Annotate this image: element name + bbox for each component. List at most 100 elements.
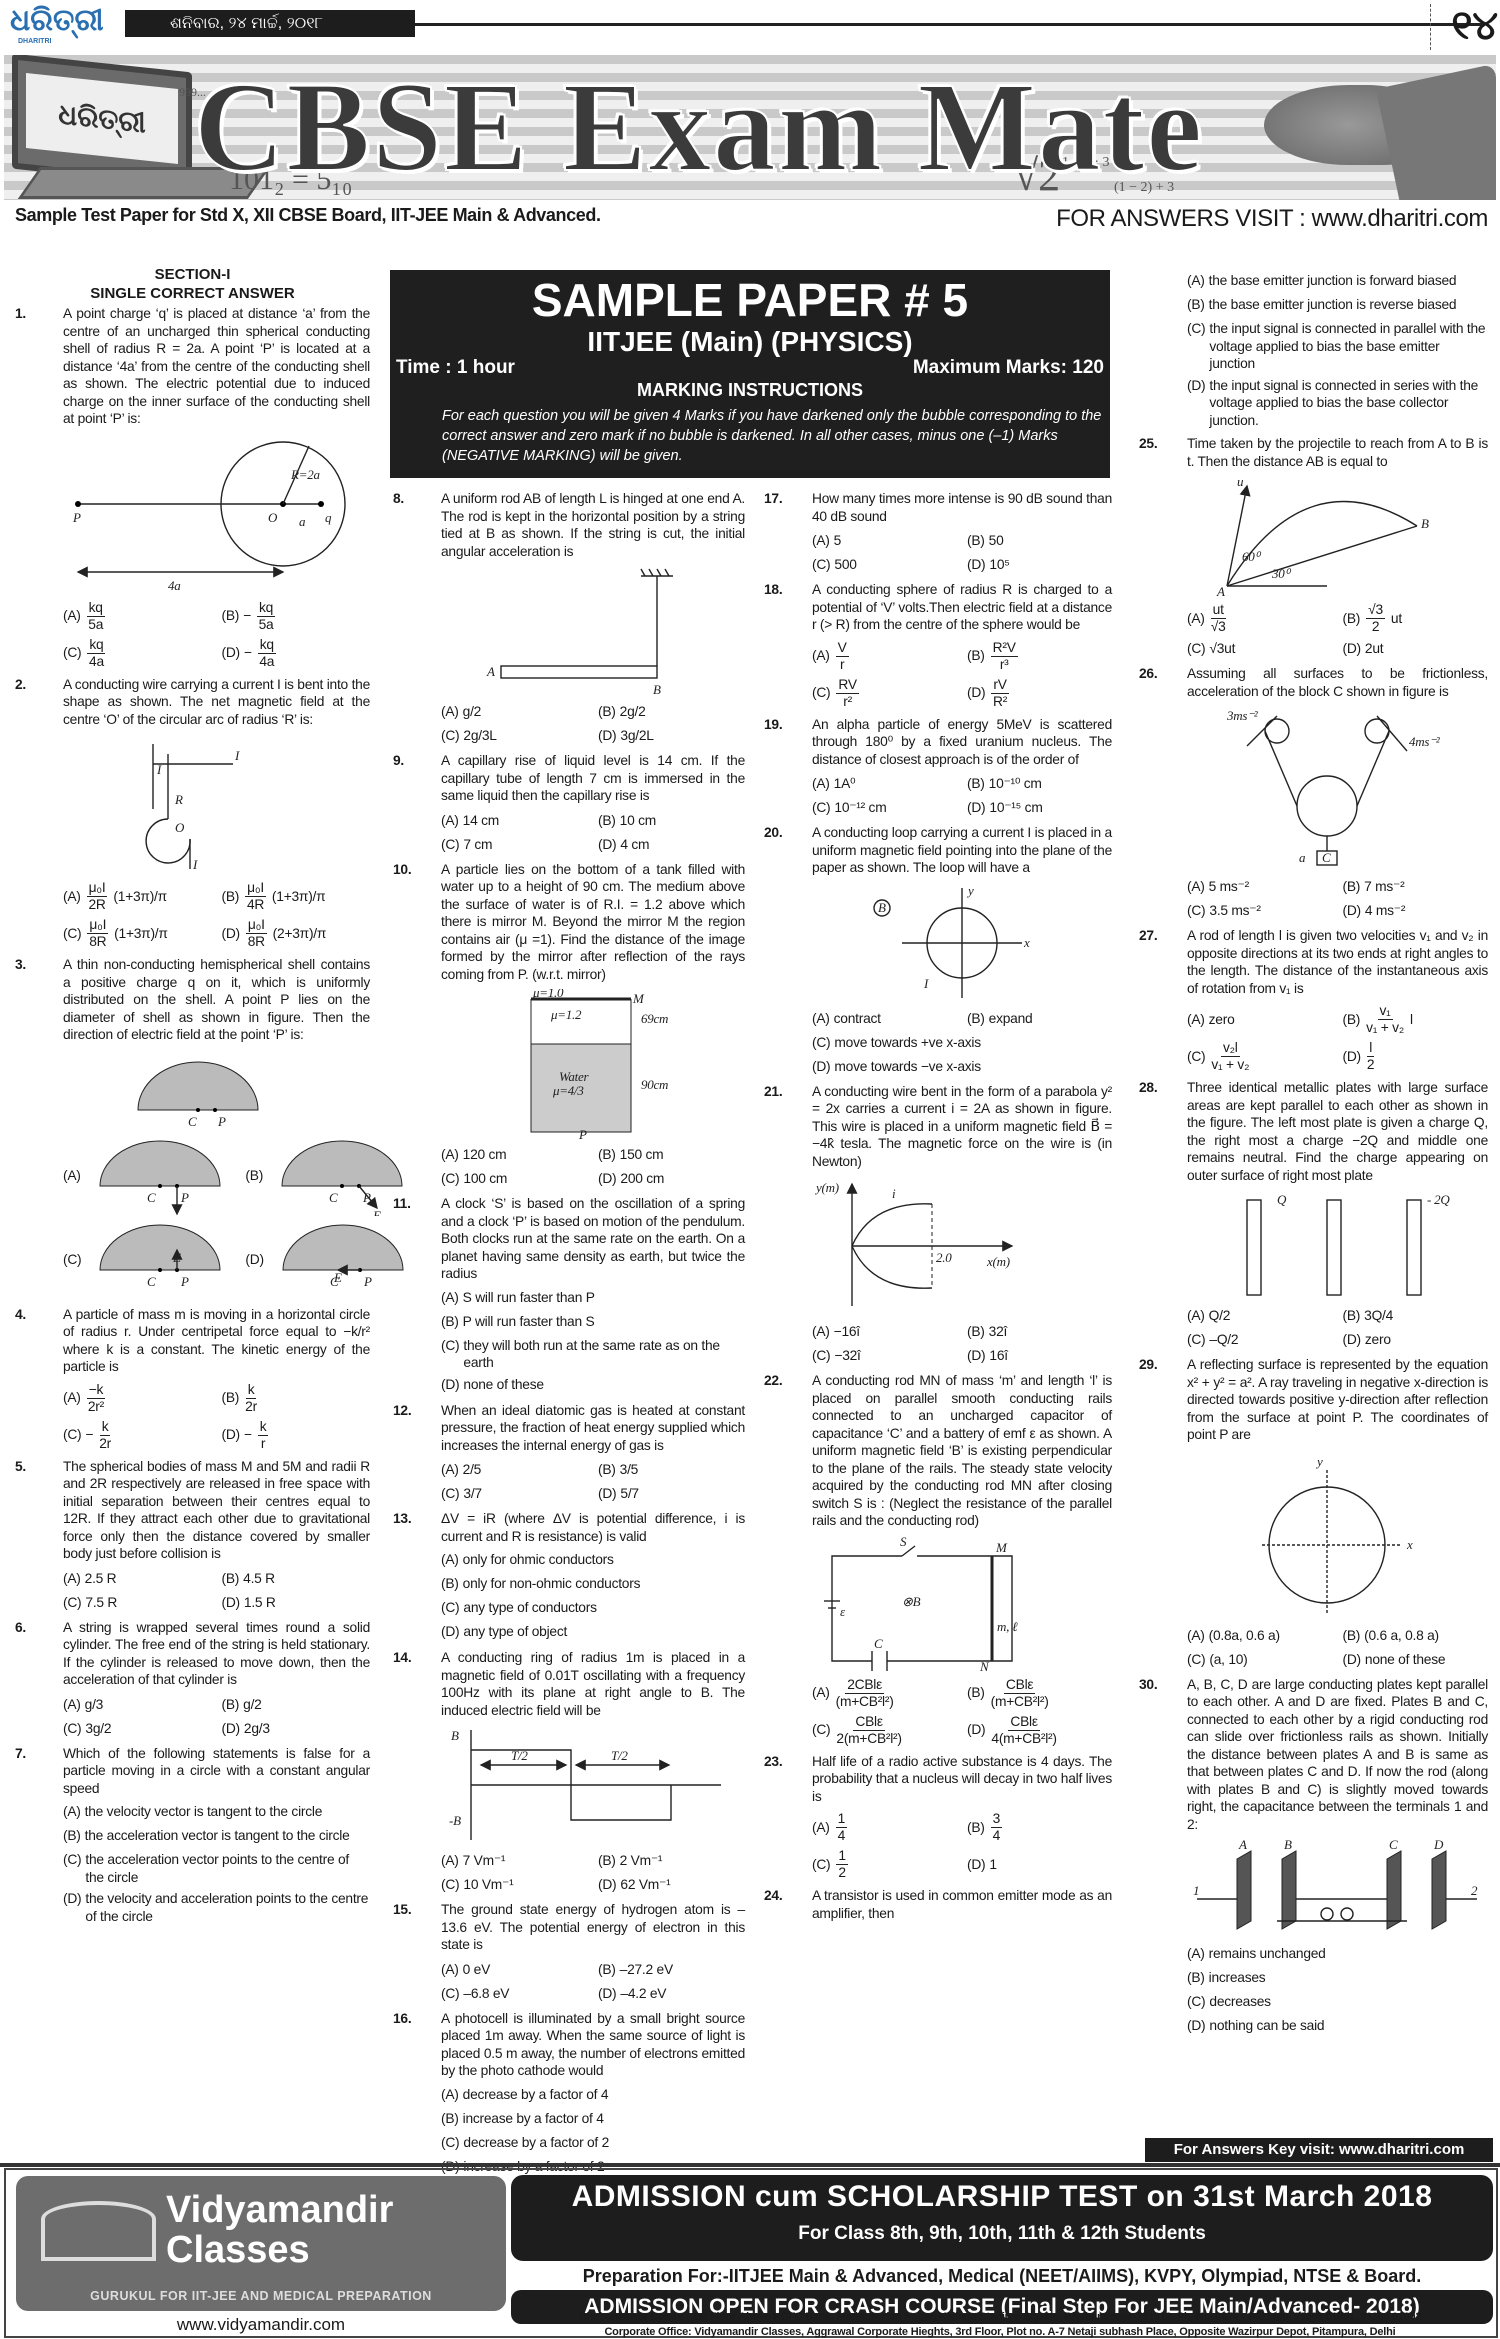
answer-option[interactable]: (A)contract xyxy=(812,1009,957,1029)
answer-option[interactable]: (D)62 Vm⁻¹ xyxy=(598,1875,745,1895)
answer-option[interactable]: (A)the base emitter junction is forward … xyxy=(1187,272,1488,292)
answer-option[interactable]: (B)increase by a factor of 4 xyxy=(441,2110,745,2130)
answer-option[interactable]: (D)the input signal is connected in seri… xyxy=(1187,377,1488,430)
answer-option[interactable]: (C)–Q/2 xyxy=(1187,1330,1333,1350)
answer-option[interactable]: (A)only for ohmic conductors xyxy=(441,1551,745,1571)
answer-option[interactable]: (D)4 cm xyxy=(598,835,745,855)
answer-option[interactable]: (C)any type of conductors xyxy=(441,1599,745,1619)
answer-option[interactable]: (C)√3ut xyxy=(1187,639,1333,659)
answer-option[interactable]: (C)(a, 10) xyxy=(1187,1650,1333,1670)
answer-option[interactable]: (A)ut√3 xyxy=(1187,602,1333,635)
answer-option[interactable]: (B)7 ms⁻² xyxy=(1343,877,1489,897)
answer-option[interactable]: (A)14 cm xyxy=(441,811,588,831)
answer-option[interactable]: (A)remains unchanged xyxy=(1187,1945,1488,1965)
answer-option[interactable]: (C)the acceleration vector points to the… xyxy=(63,1851,370,1886)
answer-option[interactable]: (D)16î xyxy=(967,1346,1112,1366)
answer-option[interactable]: (D)zero xyxy=(1343,1330,1489,1350)
answer-option[interactable]: (D)nothing can be said xyxy=(1187,2017,1488,2037)
answer-option[interactable]: (C)10⁻¹² cm xyxy=(812,798,957,818)
answer-option[interactable]: (B)10⁻¹⁰ cm xyxy=(967,774,1112,794)
answer-option[interactable]: (C)3.5 ms⁻² xyxy=(1187,901,1333,921)
answer-option[interactable]: (D)10⁻¹⁵ cm xyxy=(967,798,1112,818)
answer-option[interactable]: (D)move towards −ve x-axis xyxy=(812,1057,1112,1077)
answer-option[interactable]: (A)2.5 R xyxy=(63,1569,212,1589)
answer-option[interactable]: (C)7.5 R xyxy=(63,1593,212,1613)
answer-option[interactable]: (B)3Q/4 xyxy=(1343,1306,1489,1326)
answer-option[interactable]: (B)10 cm xyxy=(598,811,745,831)
answer-option[interactable]: (A)1A⁰ xyxy=(812,774,957,794)
answer-option[interactable]: (D)3g/2L xyxy=(598,726,745,746)
answer-option[interactable]: (B)g/2 xyxy=(222,1695,371,1715)
answer-option[interactable]: (C)500 xyxy=(812,555,957,575)
answer-option[interactable]: (B)CBlε(m+CB²l²) xyxy=(967,1677,1112,1710)
answer-option[interactable]: (C)7 cm xyxy=(441,835,588,855)
answer-option[interactable]: (A)g/3 xyxy=(63,1695,212,1715)
answer-option[interactable]: (A)(0.8a, 0.6 a) xyxy=(1187,1626,1333,1646)
answer-option[interactable]: (D)2g/3 xyxy=(222,1719,371,1739)
answer-option[interactable]: (B)expand xyxy=(967,1009,1112,1029)
answer-option[interactable]: (C)100 cm xyxy=(441,1169,588,1189)
answer-option[interactable]: (C)move towards +ve x-axis xyxy=(812,1033,1112,1053)
answer-option[interactable]: (D)200 cm xyxy=(598,1169,745,1189)
answer-option[interactable]: (C)decreases xyxy=(1187,1993,1488,2013)
answer-option[interactable]: (A)5 ms⁻² xyxy=(1187,877,1333,897)
answer-option[interactable]: (A)2/5 xyxy=(441,1460,588,1480)
answer-option[interactable]: (B)4.5 R xyxy=(222,1569,371,1589)
answer-option[interactable]: (C)2g/3L xyxy=(441,726,588,746)
answer-option[interactable]: (B)the acceleration vector is tangent to… xyxy=(63,1827,370,1847)
answer-option[interactable]: (B)2g/2 xyxy=(598,702,745,722)
ad-url[interactable]: www.vidyamandir.com xyxy=(176,2315,346,2334)
answer-option[interactable]: (C)3g/2 xyxy=(63,1719,212,1739)
answer-option[interactable]: (A)zero xyxy=(1187,1003,1333,1036)
answer-option[interactable]: (B)P will run faster than S xyxy=(441,1313,745,1333)
answer-option[interactable]: (D)none of these xyxy=(1343,1650,1489,1670)
answer-option[interactable]: (A)−16î xyxy=(812,1322,957,1342)
answer-option[interactable]: (D)1.5 R xyxy=(222,1593,371,1613)
answer-option[interactable]: (B)2 Vm⁻¹ xyxy=(598,1851,745,1871)
answer-option[interactable]: (D)4 ms⁻² xyxy=(1343,901,1489,921)
answer-option[interactable]: (A)7 Vm⁻¹ xyxy=(441,1851,588,1871)
answer-option[interactable]: (C)the input signal is connected in para… xyxy=(1187,320,1488,373)
answer-option[interactable]: (A)g/2 xyxy=(441,702,588,722)
answer-option[interactable]: (D)none of these xyxy=(441,1376,745,1396)
answer-option[interactable]: (A)2CBlε(m+CB²l²) xyxy=(812,1677,957,1710)
answer-option[interactable]: (A)5 xyxy=(812,531,957,551)
answer-option[interactable]: (A)Q/2 xyxy=(1187,1306,1333,1326)
answer-option[interactable]: (B)32î xyxy=(967,1322,1112,1342)
answer-option[interactable]: (A)decrease by a factor of 4 xyxy=(441,2086,745,2106)
answer-option[interactable]: (C)3/7 xyxy=(441,1484,588,1504)
answer-option[interactable]: (A)CPE xyxy=(63,1136,235,1216)
answer-option[interactable]: (C)they will both run at the same rate a… xyxy=(441,1337,745,1372)
answer-option[interactable]: (D)10⁵ xyxy=(967,555,1112,575)
answer-option[interactable]: (B)(0.6 a, 0.8 a) xyxy=(1343,1626,1489,1646)
answer-option[interactable]: (B)–27.2 eV xyxy=(598,1960,745,1980)
answer-option[interactable]: (A)the velocity vector is tangent to the… xyxy=(63,1803,370,1823)
answer-option[interactable]: (B)increases xyxy=(1187,1969,1488,1989)
answer-option[interactable]: (D)1 xyxy=(967,1848,1112,1881)
answer-option[interactable]: (C)10 Vm⁻¹ xyxy=(441,1875,588,1895)
answer-option[interactable]: (C)–6.8 eV xyxy=(441,1984,588,2004)
answer-option[interactable]: (B)only for non-ohmic conductors xyxy=(441,1575,745,1595)
answer-option[interactable]: (B)50 xyxy=(967,531,1112,551)
answer-option[interactable]: (C)−32î xyxy=(812,1346,957,1366)
